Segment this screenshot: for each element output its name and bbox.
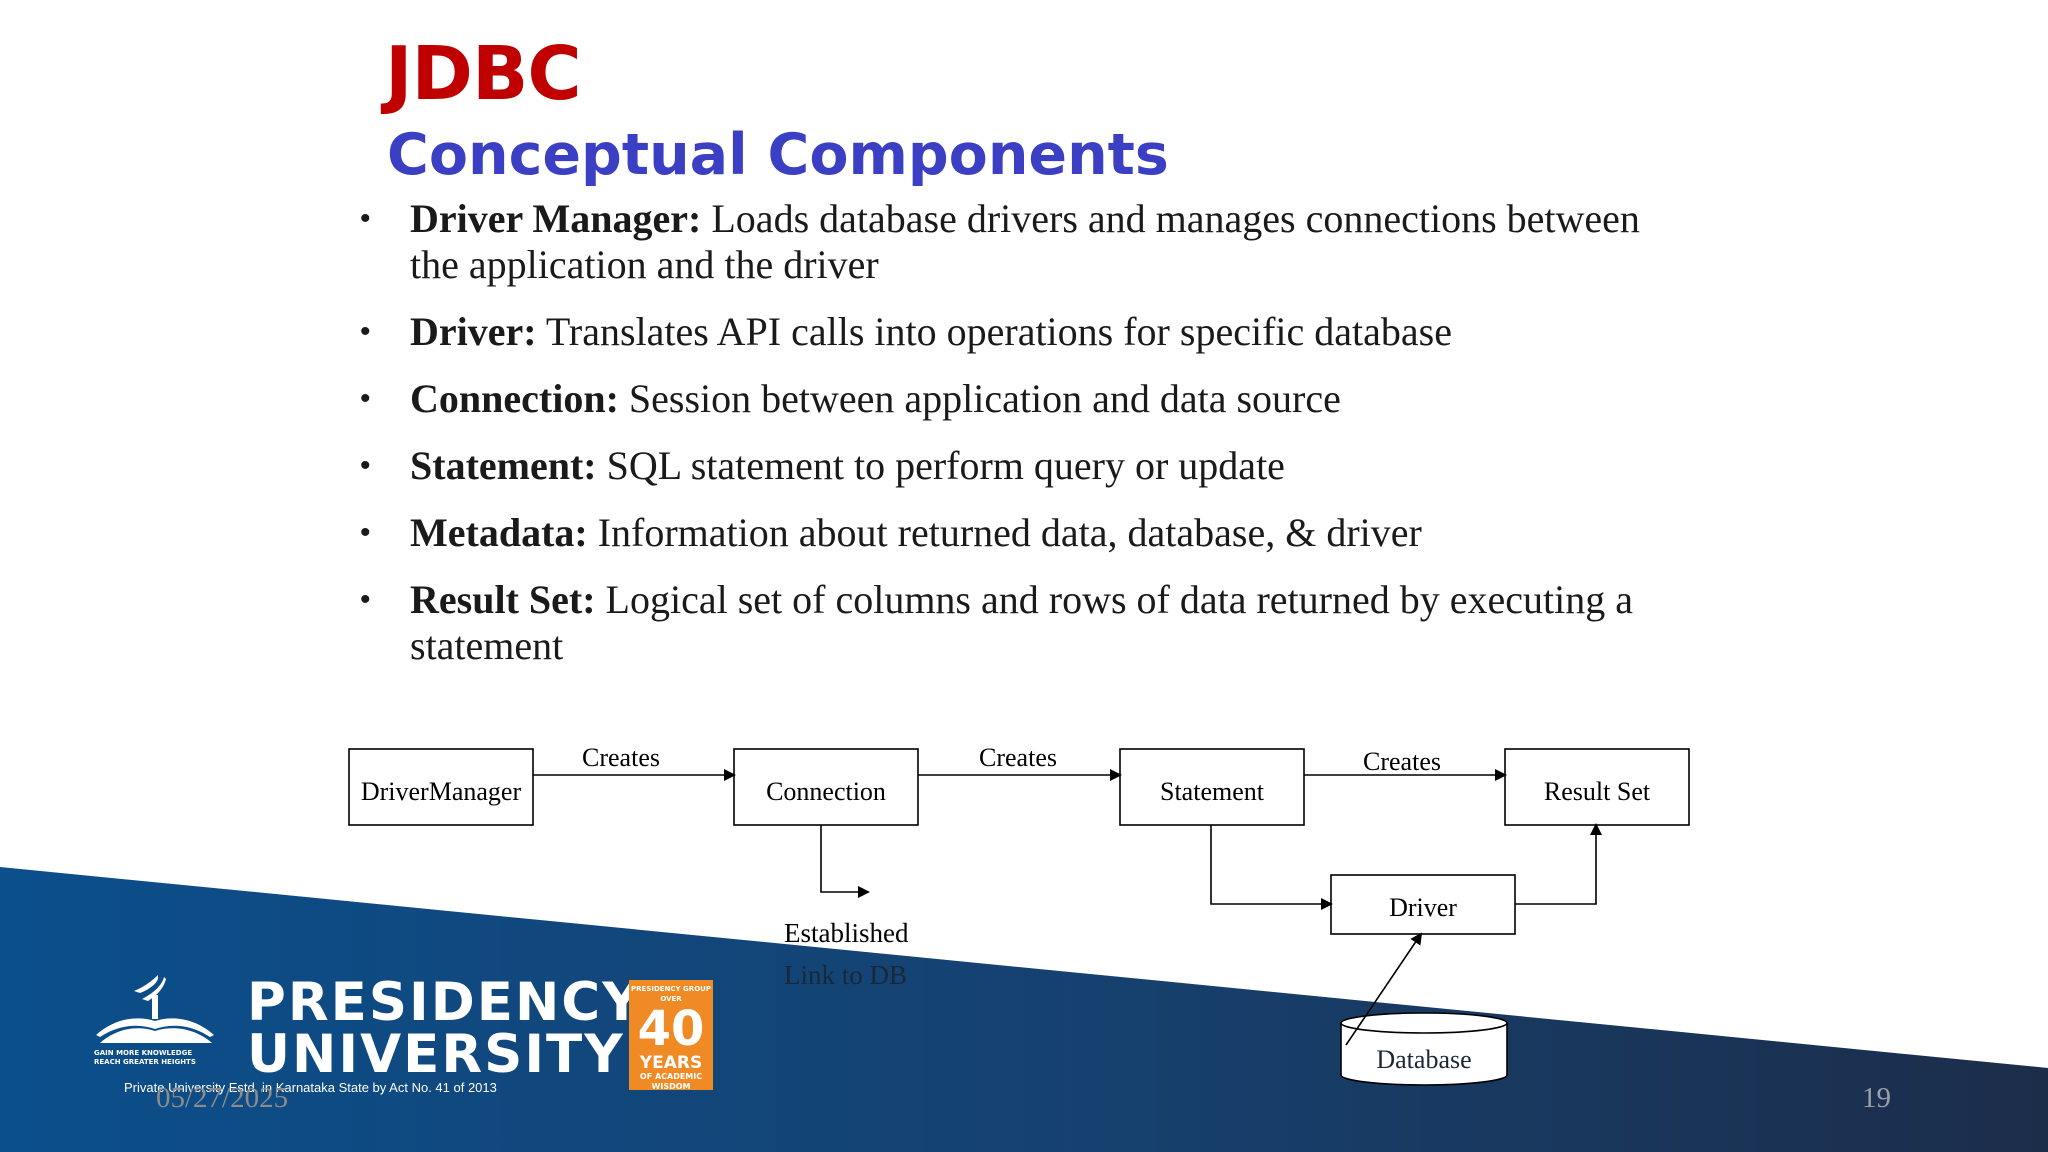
badge-bottom-text-2: WISDOM [651,1082,691,1091]
established-label: Established [784,918,909,948]
bullet-term: Connection: [410,376,619,421]
footer-band [0,867,2048,1152]
university-logo: GAIN MORE KNOWLEDGE REACH GREATER HEIGHT… [92,975,717,1100]
slide-subtitle: Conceptual Components [387,122,1169,188]
bullet-text: Translates API calls into operations for… [536,309,1452,354]
logo-line-presidency: PRESIDENCY [247,972,643,1033]
bullet-text: SQL statement to perform query or update [596,443,1285,488]
bullet-text: Session between application and data sou… [618,376,1341,421]
creates-label-2: Creates [979,743,1057,772]
badge-top-text: PRESIDENCY GROUP [631,985,711,993]
badge-years: YEARS [639,1053,703,1073]
footer-date: 05/27/2025 [156,1082,289,1114]
bullet-item: Driver: Translates API calls into operat… [360,309,1690,355]
statement-to-driver-arrow [1210,825,1333,910]
slide-title: JDBC [385,31,582,117]
driver-manager-label: DriverManager [361,777,522,806]
driver-to-result-set-arrow [1515,823,1602,905]
database-label: Database [1376,1045,1471,1074]
established-arrow [820,825,870,898]
forty-years-badge: PRESIDENCY GROUP OVER 40 YEARS OF ACADEM… [629,980,713,1091]
bullet-item: Statement: SQL statement to perform quer… [360,443,1690,489]
bullet-text: Loads database drivers and manages conne… [410,196,1640,287]
bullet-text: Logical set of columns and rows of data … [410,577,1633,668]
bullet-text: Information about returned data, databas… [587,510,1422,555]
bullet-item: Metadata: Information about returned dat… [360,510,1690,556]
creates-label-1: Creates [582,743,660,772]
bullet-term: Result Set: [410,577,596,622]
driver-manager-box [348,748,534,826]
bullet-term: Statement: [410,443,597,488]
bullet-term: Driver: [410,309,537,354]
bullet-item: Connection: Session between application … [360,376,1690,422]
connection-label: Connection [766,777,886,806]
connection-box [733,748,919,826]
bullet-term: Metadata: [410,510,588,555]
statement-label: Statement [1160,777,1265,806]
driver-box [1330,874,1516,935]
driver-label: Driver [1389,893,1457,922]
statement-box [1119,748,1305,826]
creates-label-3: Creates [1363,747,1441,776]
bullet-term: Driver Manager: [410,196,702,241]
database-to-driver-arrow [1345,932,1423,1046]
book-emblem-icon [96,975,214,1043]
logo-line-university: UNIVERSITY [247,1024,625,1085]
badge-bottom-text-1: OF ACADEMIC [639,1072,703,1081]
link-to-db-label: Link to DB [784,960,907,990]
badge-over-text: OVER [660,995,682,1003]
result-set-box [1504,748,1690,826]
logo-estd-text: Private University Estd. in Karnataka St… [124,1080,497,1095]
logo-tagline: GAIN MORE KNOWLEDGE REACH GREATER HEIGHT… [94,1049,196,1066]
badge-number: 40 [637,1001,705,1057]
page-number: 19 [1862,1082,1891,1114]
bullet-item: Driver Manager: Loads database drivers a… [360,196,1690,288]
result-set-label: Result Set [1544,777,1651,806]
database-cylinder [1340,1012,1508,1086]
bullet-item: Result Set: Logical set of columns and r… [360,577,1690,669]
bullet-list: Driver Manager: Loads database drivers a… [360,196,1690,690]
